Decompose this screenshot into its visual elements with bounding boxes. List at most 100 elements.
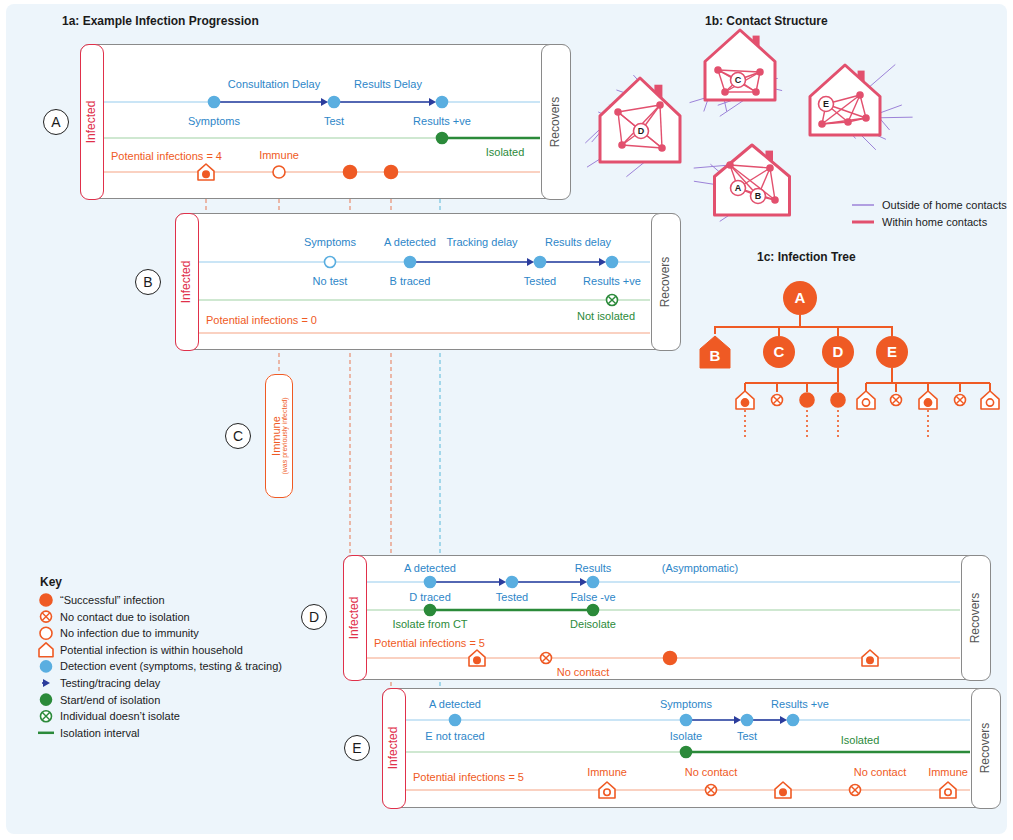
event-label: Symptoms xyxy=(304,236,356,249)
house-icon xyxy=(919,391,937,409)
section-heading: 1a: Example Infection Progression xyxy=(62,15,259,29)
person-circle xyxy=(819,97,834,112)
immune-note: (was previously infected) xyxy=(281,397,289,474)
legend-text: No contact due to isolation xyxy=(60,610,190,623)
event-label: Tracking delay xyxy=(446,236,517,249)
immune-dot xyxy=(273,166,285,178)
cross-stroke xyxy=(42,613,49,620)
recovers-tab: Recovers xyxy=(541,44,571,200)
legend-sample xyxy=(40,627,52,639)
infection-link xyxy=(205,199,206,213)
isolation-interval xyxy=(430,609,593,612)
immune-dot xyxy=(862,399,869,406)
tree-branch xyxy=(745,382,838,384)
person-dot xyxy=(659,145,665,151)
cross-stroke xyxy=(851,786,858,793)
tree-branch xyxy=(800,315,892,336)
tree-branch xyxy=(895,383,897,392)
delay-arrow xyxy=(753,719,783,721)
person-dot xyxy=(619,142,625,148)
event-label: No contact xyxy=(854,766,907,779)
legend-text: Within home contacts xyxy=(882,216,987,229)
infection-dot xyxy=(741,399,748,406)
event-label: Tested xyxy=(524,275,556,288)
potential-infections-label: Potential infections = 5 xyxy=(413,771,524,784)
infected-label: Infected xyxy=(387,727,401,770)
panel-fill xyxy=(80,44,570,199)
detection-dot xyxy=(535,257,546,268)
house-icon xyxy=(198,164,214,180)
infected-label: Infected xyxy=(348,596,362,639)
tree-branch xyxy=(806,383,808,392)
cross-stroke xyxy=(42,613,49,620)
person-letter: B xyxy=(755,191,762,201)
isolation-dot xyxy=(425,605,436,616)
delay-arrow-head xyxy=(734,716,741,724)
house-icon xyxy=(599,782,615,798)
event-label: Isolated xyxy=(841,734,880,747)
detection-dot xyxy=(329,97,340,108)
tree-branch xyxy=(959,383,961,392)
timeline-track xyxy=(367,609,960,610)
event-label: Results Delay xyxy=(354,78,422,91)
delay-arrow-head xyxy=(321,98,328,106)
cross-symbol xyxy=(541,653,552,664)
person-dot xyxy=(715,67,721,73)
node-letter: B xyxy=(143,274,152,290)
house-icon xyxy=(940,782,956,798)
node-letter: D xyxy=(833,343,844,360)
recovers-label: Recovers xyxy=(549,96,563,147)
event-label: E not traced xyxy=(425,730,484,743)
timeline-track xyxy=(199,299,650,300)
cross-symbol xyxy=(706,785,717,796)
timeline-track xyxy=(367,581,960,582)
cross-stroke xyxy=(542,654,549,661)
cross-stroke xyxy=(851,786,858,793)
delay-arrow-head xyxy=(527,258,534,266)
cross-symbol xyxy=(891,395,902,406)
cross-symbol xyxy=(955,395,966,406)
tree-branch xyxy=(837,383,839,392)
event-label: Tested xyxy=(496,591,528,604)
callout-circle: B xyxy=(135,269,161,295)
detection-dot xyxy=(405,257,416,268)
person-dot xyxy=(863,115,869,121)
cross-stroke xyxy=(707,786,714,793)
home-contact-line xyxy=(622,145,662,148)
detection-dot xyxy=(742,715,753,726)
recovers-tab: Recovers xyxy=(651,213,681,351)
infection-dot xyxy=(664,652,677,665)
cross-symbol xyxy=(41,611,52,622)
timeline-track xyxy=(104,137,540,138)
node-letter: C xyxy=(233,428,243,444)
event-label: Results xyxy=(575,562,612,575)
section-heading: 1c: Infection Tree xyxy=(757,251,856,265)
node-letter: A xyxy=(51,114,60,130)
event-label: Results delay xyxy=(545,236,611,249)
house-icon xyxy=(862,650,878,666)
house-icon xyxy=(736,391,754,409)
person-circle xyxy=(731,181,746,196)
tree-node: C xyxy=(763,336,795,368)
cross-stroke xyxy=(892,396,899,403)
node-letter: B xyxy=(710,348,721,365)
recovers-label: Recovers xyxy=(979,723,993,774)
person-dot xyxy=(757,69,763,75)
event-label: Results +ve xyxy=(771,698,829,711)
person-dot xyxy=(727,162,733,168)
detection-dot xyxy=(325,257,336,268)
person-dot xyxy=(819,121,825,127)
cross-symbol xyxy=(41,711,52,722)
person-dot xyxy=(657,102,663,108)
legend-text: Detection event (symptoms, testing & tra… xyxy=(60,660,282,673)
legend-sample xyxy=(41,661,52,672)
person-circle xyxy=(634,124,649,139)
person-letter: A xyxy=(735,183,742,193)
house-outline xyxy=(700,336,730,368)
house-outline xyxy=(705,30,775,100)
event-label: Symptoms xyxy=(660,698,712,711)
person-dot xyxy=(772,197,778,203)
cross-stroke xyxy=(608,296,615,303)
isolation-dot xyxy=(681,747,692,758)
event-label: Results +ve xyxy=(583,275,641,288)
